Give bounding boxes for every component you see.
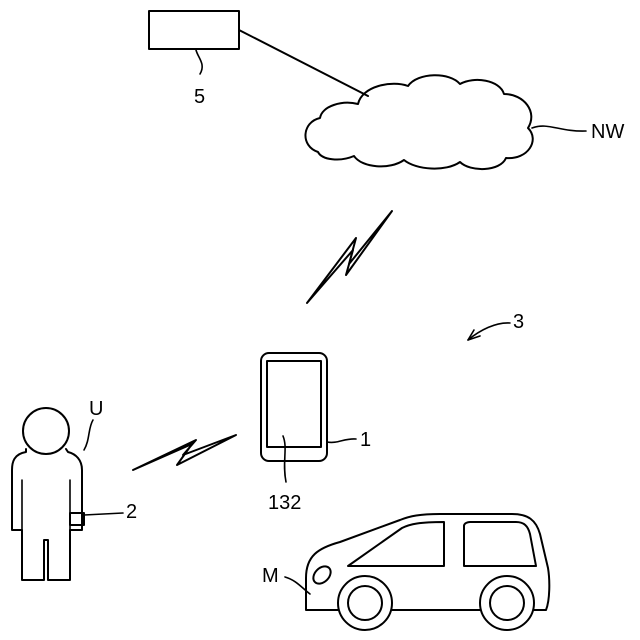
display-label: 132 bbox=[268, 492, 301, 514]
user-label: U bbox=[89, 398, 103, 420]
wearable-label: 2 bbox=[126, 501, 137, 523]
user-head bbox=[23, 408, 69, 454]
wearable-leader-line bbox=[84, 513, 123, 515]
vehicle-label: M bbox=[262, 565, 279, 587]
server-leader-line bbox=[196, 50, 202, 74]
terminal-leader-line bbox=[327, 439, 356, 443]
vehicle-rear-wheel-outer bbox=[480, 576, 534, 630]
system-label: 3 bbox=[513, 311, 524, 333]
vehicle-front-window bbox=[348, 522, 444, 566]
terminal-body bbox=[261, 353, 327, 461]
terminal-display bbox=[267, 361, 321, 447]
network-cloud bbox=[305, 75, 532, 169]
vehicle-headlight bbox=[310, 563, 334, 587]
server-network-link bbox=[239, 30, 368, 96]
network-label: NW bbox=[591, 121, 624, 143]
display-leader-line bbox=[283, 436, 286, 482]
vehicle-rear-window bbox=[464, 522, 536, 566]
server-label: 5 bbox=[194, 86, 205, 108]
terminal-label: 1 bbox=[360, 429, 371, 451]
wireless-signal-icon bbox=[307, 211, 392, 303]
short-range-signal-icon bbox=[133, 435, 236, 470]
server-box bbox=[149, 11, 239, 49]
network-leader-line bbox=[532, 126, 586, 131]
user-leader-line bbox=[84, 420, 93, 450]
vehicle-front-wheel-outer bbox=[338, 576, 392, 630]
